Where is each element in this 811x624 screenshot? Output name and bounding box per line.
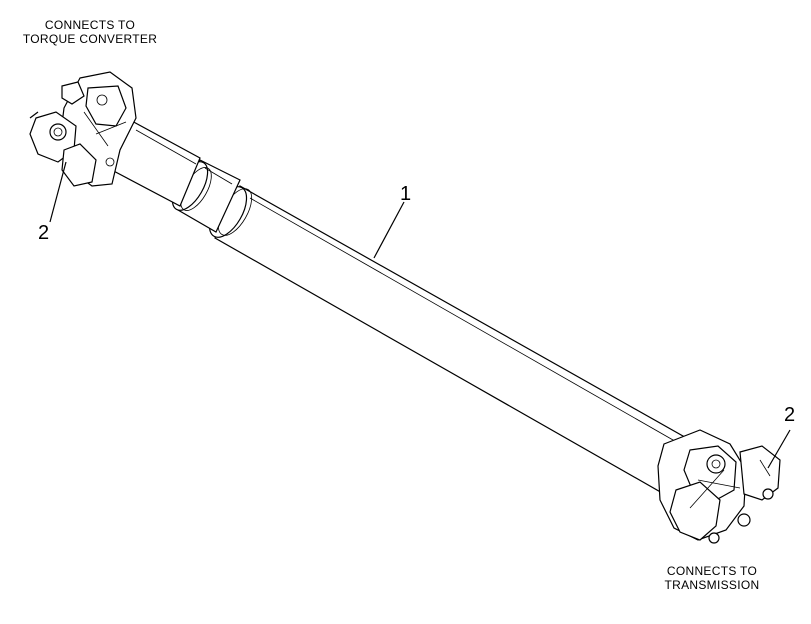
main-tube [208,185,691,495]
callout-yoke-left: 2 [38,222,50,244]
yoke-assembly-left [29,71,137,187]
callout-yoke-right: 2 [784,404,796,426]
label-connects-to-transmission: CONNECTS TO TRANSMISSION [650,564,774,592]
label-line: CONNECTS TO [44,18,136,32]
leader-line-yoke-left [49,161,67,223]
yoke-assembly-right [657,429,781,544]
callout-shaft: 1 [400,183,412,205]
label-line: CONNECTS TO [666,564,758,578]
leader-line-yoke-right [767,429,791,469]
label-connects-to-torque-converter: CONNECTS TO TORQUE CONVERTER [12,18,168,46]
label-line: TRANSMISSION [664,578,760,592]
leader-line-shaft [373,201,405,259]
label-line: TORQUE CONVERTER [22,32,158,46]
